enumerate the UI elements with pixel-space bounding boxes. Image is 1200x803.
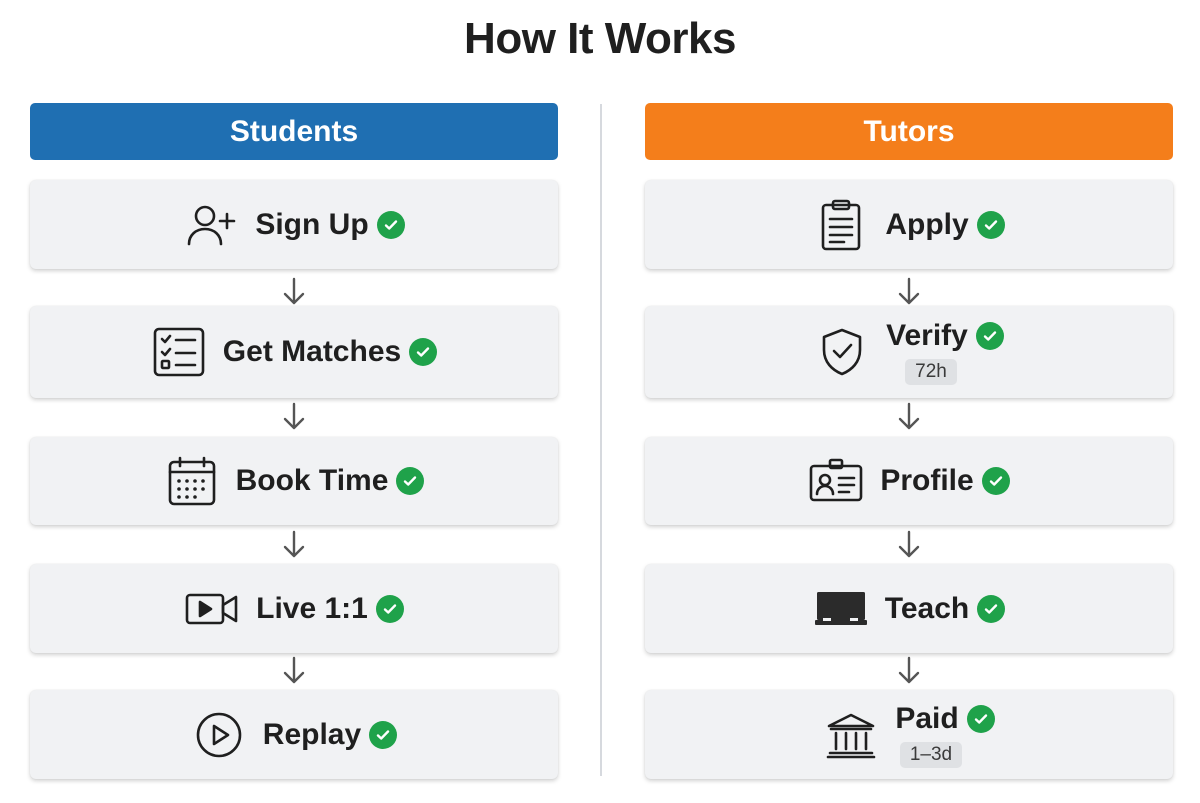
arrow-down-icon	[283, 277, 305, 305]
arrow-down-icon	[898, 402, 920, 430]
students-column: Students Sign Up	[30, 103, 558, 779]
video-camera-icon	[184, 586, 240, 632]
blackboard-icon	[813, 586, 869, 632]
step-label: Live 1:1	[256, 591, 368, 625]
check-icon	[376, 210, 405, 239]
calendar-icon	[164, 456, 220, 506]
step-label: Teach	[884, 591, 970, 625]
students-header: Students	[30, 103, 558, 160]
duration-badge: 72h	[905, 359, 957, 385]
check-icon	[375, 594, 404, 623]
tutor-step-teach: Teach	[645, 564, 1173, 653]
tutors-column: Tutors Apply	[645, 103, 1173, 779]
checklist-icon	[151, 327, 207, 377]
step-label: Profile	[880, 464, 974, 497]
check-icon	[975, 322, 1004, 350]
check-icon	[977, 594, 1006, 623]
tutors-header: Tutors	[645, 103, 1173, 160]
tutor-step-verify: Verify 72h	[645, 306, 1173, 398]
bank-icon	[823, 712, 879, 758]
duration-badge: 1–3d	[899, 741, 963, 768]
column-divider	[600, 104, 602, 776]
tutor-step-paid: Paid 1–3d	[645, 690, 1173, 779]
step-label: Paid	[895, 701, 959, 735]
page-title: How It Works	[464, 14, 736, 63]
tutor-step-apply: Apply	[645, 180, 1173, 269]
student-step-sign-up: Sign Up	[30, 180, 558, 269]
check-icon	[976, 210, 1005, 239]
step-label: Replay	[262, 717, 362, 751]
check-icon	[966, 704, 995, 733]
step-label: Get Matches	[222, 335, 402, 368]
step-label: Verify	[886, 319, 968, 352]
student-step-replay: Replay	[30, 690, 558, 779]
student-step-book-time: Book Time	[30, 437, 558, 525]
arrow-down-icon	[283, 402, 305, 430]
check-icon	[396, 467, 425, 495]
clipboard-icon	[813, 199, 869, 250]
id-card-icon	[808, 458, 864, 504]
play-circle-icon	[191, 712, 247, 758]
arrow-down-icon	[898, 530, 920, 558]
arrow-down-icon	[898, 656, 920, 684]
step-label: Book Time	[235, 464, 389, 497]
check-icon	[981, 467, 1010, 495]
student-step-live: Live 1:1	[30, 564, 558, 653]
user-plus-icon	[183, 202, 239, 248]
step-label: Apply	[885, 207, 969, 241]
arrow-down-icon	[283, 656, 305, 684]
shield-check-icon	[814, 328, 870, 376]
check-icon	[409, 338, 438, 366]
student-step-get-matches: Get Matches	[30, 306, 558, 398]
step-label: Sign Up	[255, 207, 369, 241]
arrow-down-icon	[283, 530, 305, 558]
check-icon	[369, 720, 398, 749]
arrow-down-icon	[898, 277, 920, 305]
tutor-step-profile: Profile	[645, 437, 1173, 525]
